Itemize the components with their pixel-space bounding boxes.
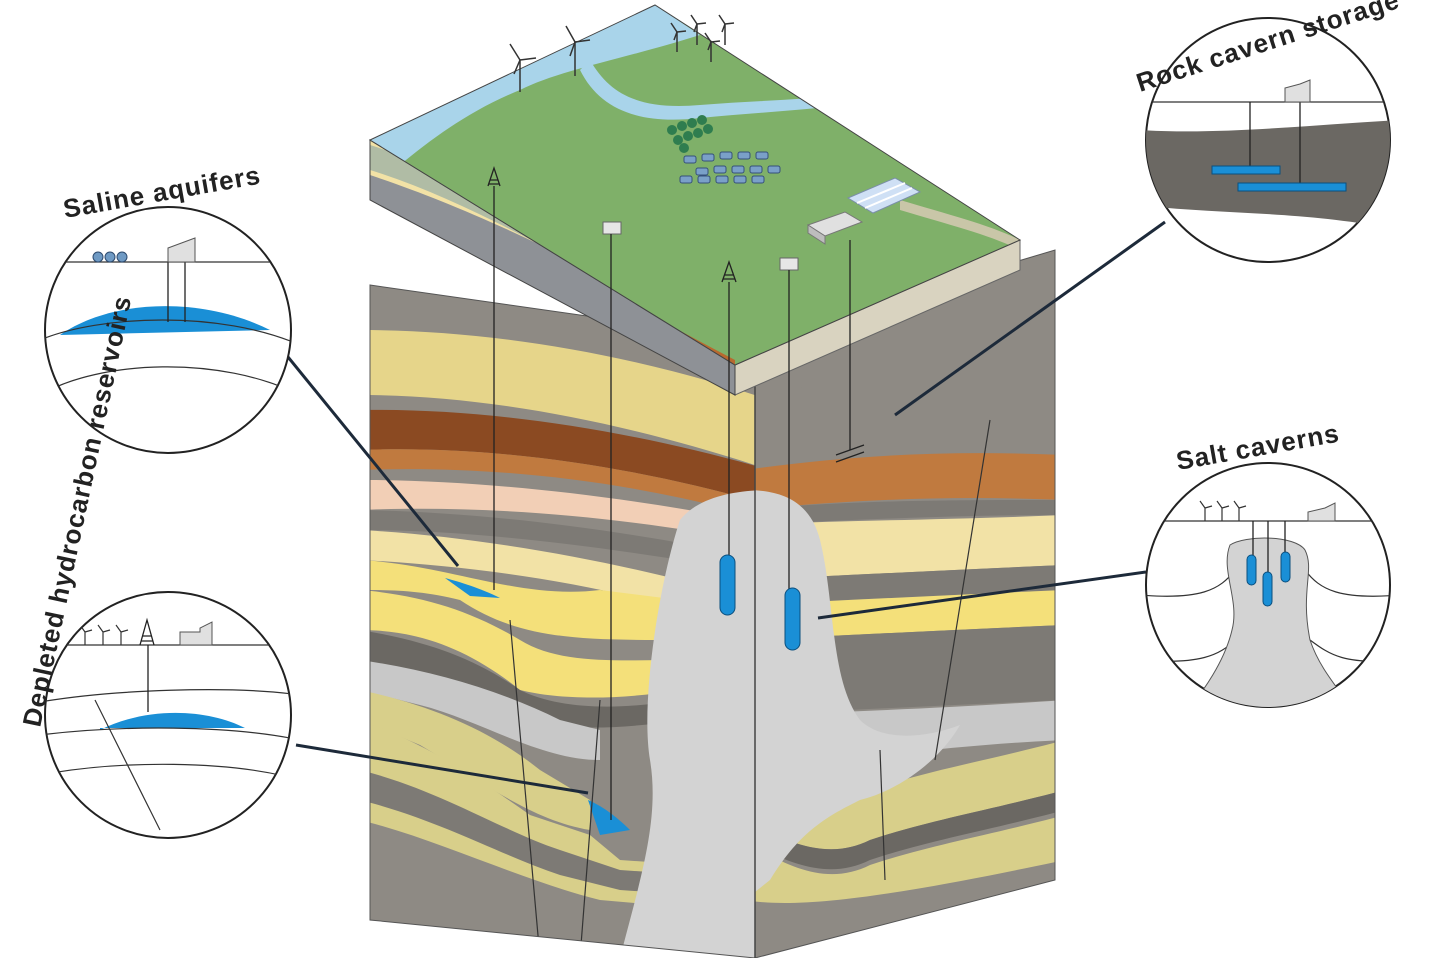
greenhouse-icon	[846, 177, 922, 214]
factory-icon	[1307, 502, 1336, 522]
wind-turbine-icon	[565, 25, 591, 76]
drilling-rig-icon	[721, 260, 737, 283]
wind-turbine-icon	[690, 14, 707, 45]
wells	[493, 186, 865, 820]
drilling-rig-icon	[487, 165, 501, 187]
leader-lines	[260, 220, 1166, 795]
wind-turbine-icon	[718, 14, 735, 45]
wind-turbine-icon	[79, 624, 129, 645]
forest	[667, 115, 713, 153]
solar-panel-icon	[679, 151, 781, 184]
solar-panel-array	[679, 151, 781, 184]
block-right-face	[755, 250, 1055, 958]
factory-icon	[806, 211, 864, 245]
tree-icon	[667, 115, 713, 153]
inset-rock-cavern-storage: Rock cavern storage	[1133, 0, 1403, 263]
wind-turbine-icon	[509, 43, 537, 92]
factory-icon	[167, 237, 196, 263]
block-left-face	[370, 285, 755, 958]
drilling-rigs	[487, 165, 737, 283]
solar-panel-icon	[92, 251, 128, 263]
wind-turbine-icon	[704, 32, 721, 62]
wind-turbines-surface	[509, 14, 735, 92]
salt-caverns-block	[719, 554, 801, 651]
factory-icon	[1284, 79, 1311, 103]
drilling-rig-icon	[139, 617, 155, 646]
wind-turbine-icon	[1199, 500, 1247, 521]
wind-turbine-icon	[670, 22, 687, 52]
factory-icon	[179, 621, 213, 646]
inset-saline-aquifers: Saline aquifers	[44, 160, 292, 454]
inset-salt-caverns: Salt caverns	[1145, 418, 1391, 708]
